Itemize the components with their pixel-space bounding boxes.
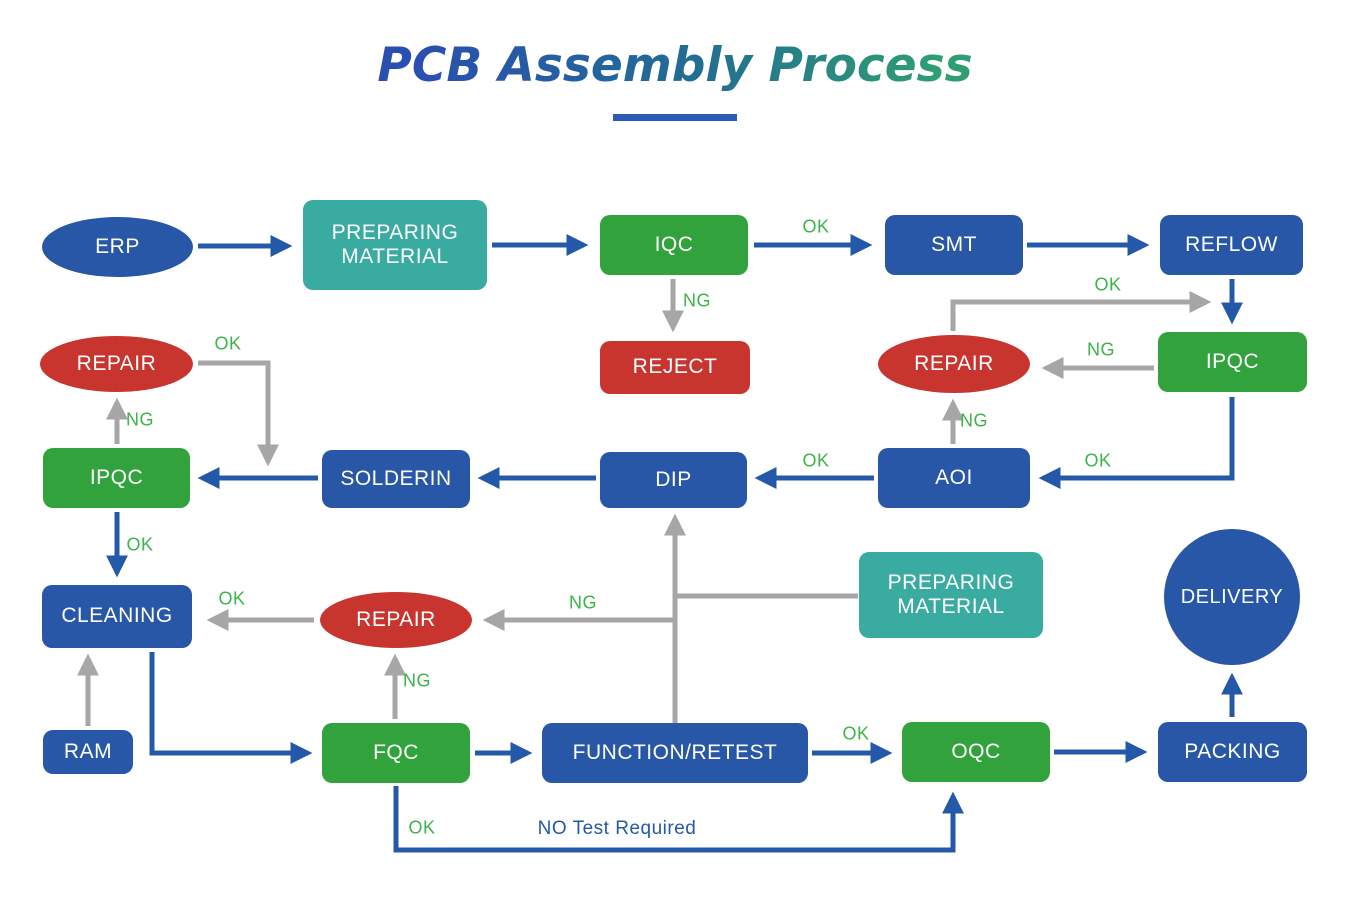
node-function-retest: FUNCTION/RETEST [542, 723, 808, 783]
title-area: PCB Assembly Process [377, 38, 972, 93]
edge-label-fqc-repair: NG [403, 670, 431, 691]
arrow-repair-left-return [198, 360, 280, 467]
node-dip-label: DIP [655, 467, 692, 491]
node-packing-label: PACKING [1184, 739, 1281, 763]
node-repair-left: REPAIR [40, 336, 193, 392]
node-aoi: AOI [878, 448, 1030, 508]
node-cleaning-label: CLEANING [61, 604, 173, 628]
node-aoi-label: AOI [935, 465, 973, 489]
node-preparing-material-2-label: PREPARING MATERIAL [887, 570, 1015, 618]
arrow-repair-right-to-ipqc [950, 290, 1212, 331]
node-delivery: DELIVERY [1164, 529, 1300, 665]
node-fqc: FQC [322, 723, 470, 783]
node-repair-right-label: REPAIR [914, 351, 994, 375]
title-underline [613, 114, 737, 121]
node-delivery-label: DELIVERY [1180, 585, 1284, 608]
node-soldering: SOLDERIN [322, 450, 470, 508]
node-ipqc-left-label: IPQC [89, 465, 144, 489]
node-packing: PACKING [1158, 722, 1307, 782]
node-iqc: IQC [600, 215, 748, 275]
node-oqc: OQC [902, 722, 1050, 782]
node-repair-bottom: REPAIR [320, 592, 472, 648]
edge-label-no-test-required: NO Test Required [537, 818, 697, 839]
node-erp-label: ERP [95, 234, 140, 258]
node-repair-right: REPAIR [878, 335, 1030, 393]
edge-label-ipqc-right-repair: NG [1087, 339, 1115, 360]
node-ipqc-right: IPQC [1158, 332, 1307, 392]
edge-label-ipqc-left-repair: NG [126, 409, 154, 430]
node-ipqc-left: IPQC [43, 448, 190, 508]
node-ipqc-right-label: IPQC [1205, 349, 1260, 373]
node-ram-label: RAM [63, 739, 113, 763]
node-preparing-material-1-label: PREPARING MATERIAL [331, 220, 459, 268]
node-reject: REJECT [600, 341, 750, 394]
node-soldering-label: SOLDERIN [340, 466, 452, 490]
edge-label-iqc-reject: NG [683, 290, 711, 311]
node-smt: SMT [885, 215, 1023, 275]
arrow-ipqc-to-aoi [1038, 397, 1235, 490]
node-repair-left-label: REPAIR [76, 351, 157, 375]
edge-label-ipqc-right-aoi: OK [1084, 450, 1112, 471]
node-ram: RAM [43, 730, 133, 774]
arrow-cleaning-to-fqc [149, 652, 313, 765]
edge-label-repair-bottom-cleaning: OK [218, 588, 246, 609]
node-preparing-material-1: PREPARING MATERIAL [303, 200, 487, 290]
edge-label-fqc-bypass: OK [408, 817, 436, 838]
node-smt-label: SMT [931, 232, 977, 256]
node-reflow-label: REFLOW [1185, 232, 1278, 256]
edge-label-repair-left-return: OK [214, 333, 242, 354]
node-reflow: REFLOW [1160, 215, 1303, 275]
node-preparing-material-2: PREPARING MATERIAL [859, 552, 1043, 638]
node-cleaning: CLEANING [42, 585, 192, 648]
edge-label-ipqc-left-cleaning: OK [126, 534, 154, 555]
node-repair-bottom-label: REPAIR [356, 607, 436, 631]
node-reject-label: REJECT [632, 355, 718, 379]
edge-label-aoi-dip: OK [802, 450, 830, 471]
arrow-fqc-bypass-to-oqc [393, 786, 965, 853]
node-dip: DIP [600, 452, 747, 508]
edge-label-function-oqc: OK [842, 723, 870, 744]
edge-label-function-repair: NG [569, 592, 597, 613]
edge-label-aoi-repair: NG [960, 410, 988, 431]
edge-label-iqc-smt: OK [802, 216, 830, 237]
node-erp: ERP [42, 217, 193, 277]
page-title: PCB Assembly Process [377, 38, 972, 93]
node-oqc-label: OQC [951, 739, 1001, 763]
node-function-retest-label: FUNCTION/RETEST [572, 740, 778, 764]
node-iqc-label: IQC [654, 232, 694, 256]
node-fqc-label: FQC [373, 740, 419, 764]
edge-label-repair-right-ipqc: OK [1094, 274, 1122, 295]
